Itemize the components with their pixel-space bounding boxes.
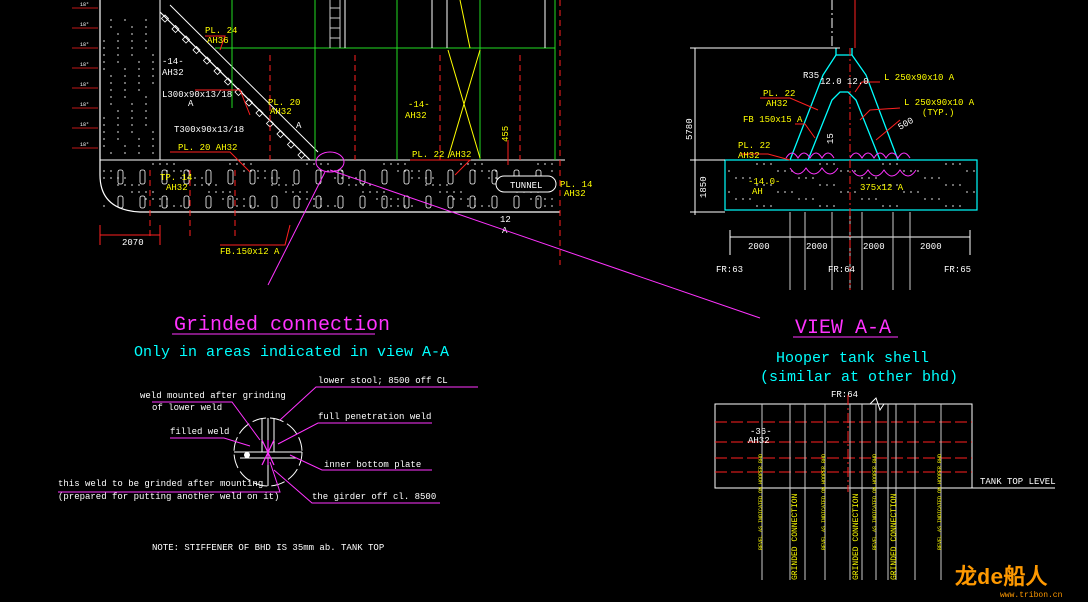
label-2070: 2070 — [122, 238, 144, 248]
label-12a: 12.0 — [820, 77, 842, 87]
cross-bracing — [447, 0, 481, 159]
view-aa-frame: FR:64 — [831, 390, 858, 400]
label-12: 12 — [500, 215, 511, 225]
view-aa-plate-b: AH32 — [748, 436, 770, 446]
callout-full-pen: full penetration weld — [318, 412, 431, 422]
red-dashed-lines — [149, 0, 561, 265]
watermark-brand: 龙de船人 — [955, 564, 1047, 591]
tick-label: 18° — [80, 62, 89, 68]
callout-ground-1: this weld to be grinded after mounting — [58, 479, 263, 489]
view-aa-subtitle-2: (similar at other bhd) — [760, 369, 958, 386]
label-a1: A — [188, 99, 194, 109]
label-ah32d: AH32 — [564, 189, 586, 199]
label-14-sec: -14.0- — [748, 177, 780, 187]
label-ah32a: AH32 — [162, 68, 184, 78]
callout-weld-after-1: weld mounted after grinding — [140, 391, 286, 401]
callout-lower-stool: lower stool; 8500 off CL — [318, 376, 448, 386]
grinded-subtitle: Only in areas indicated in view A-A — [134, 344, 449, 361]
tunnel-outline — [495, 175, 557, 193]
label-ah32e: AH32 — [166, 183, 188, 193]
dim-5780: 5780 — [685, 118, 695, 140]
watermark-url: www.tribon.cn — [1000, 591, 1063, 600]
label-r35: R35 — [803, 71, 819, 81]
label-pl22b: PL. 22 — [738, 141, 770, 151]
view-aa-subtitle-1: Hooper tank shell — [776, 350, 929, 367]
label-tunnel: TUNNEL — [510, 181, 542, 191]
tank-top-label: TANK TOP LEVEL — [980, 477, 1056, 487]
tick-label: 18° — [80, 42, 89, 48]
label-tp14: TP. 14 — [160, 173, 192, 183]
va-label-5: BEVEL AS INDICATED ON HOOPER BHD — [872, 454, 878, 550]
section-view-drawing: 5780 1850 R35 12.0 12.0 L 250x90x10 A L … — [685, 0, 978, 290]
frame-64: FR:64 — [828, 265, 855, 275]
callout-girder: the girder off cl. 8500 — [312, 492, 436, 502]
va-label-3: BEVEL AS INDICATED ON HOOPER BHD — [821, 454, 827, 550]
tick-label: 18° — [80, 82, 89, 88]
label-pl20-2: PL. 20 AH32 — [178, 143, 237, 153]
va-label-6: GRINDED CONNECTION — [890, 493, 899, 580]
dim-2000-1: 2000 — [748, 242, 770, 252]
left-plan-drawing: /* placeholder */ — [72, 0, 592, 265]
label-fb375: 375x12 A — [860, 183, 904, 193]
callout-ground-2: (prepared for putting another weld on it… — [58, 492, 279, 502]
label-l300: L300x90x13/18 — [162, 90, 232, 100]
dim-1850: 1850 — [699, 176, 709, 198]
label-14a: -14- — [162, 57, 184, 67]
grinded-connection-detail: Grinded connection Only in areas indicat… — [58, 314, 478, 553]
dim-2000-2: 2000 — [806, 242, 828, 252]
view-aa-title: VIEW A-A — [795, 317, 891, 340]
watermark-logo: 龙de船人 www.tribon.cn — [955, 564, 1063, 600]
label-14b: -14- — [408, 100, 430, 110]
label-12b: 12.0 — [847, 77, 869, 87]
label-fb150: FB 150x15 A — [743, 115, 803, 125]
label-pl22a: PL. 22 — [763, 89, 795, 99]
label-ah32b: AH32 — [270, 107, 292, 117]
tick-label: 18° — [80, 142, 89, 148]
label-a2: A — [502, 226, 508, 236]
label-l250b: L 250x90x10 A — [904, 98, 975, 108]
grinded-title: Grinded connection — [174, 314, 390, 337]
label-ah36: AH36 — [207, 36, 229, 46]
label-t300: T300x90x13/18 — [174, 125, 244, 135]
label-15: 15 — [826, 133, 836, 144]
dim-2000-3: 2000 — [863, 242, 885, 252]
label-ah32c: AH32 — [405, 111, 427, 121]
frame-65: FR:65 — [944, 265, 971, 275]
label-typ: (TYP.) — [922, 108, 954, 118]
callout-weld-after-2: of lower weld — [152, 403, 222, 413]
tick-label: 18° — [80, 2, 89, 8]
label-ah32b-sec: AH32 — [738, 151, 760, 161]
frame-63: FR:63 — [716, 265, 743, 275]
dim-2000-4: 2000 — [920, 242, 942, 252]
reference-leaders — [267, 169, 761, 319]
label-l250a: L 250x90x10 A — [884, 73, 955, 83]
callout-inner-bottom: inner bottom plate — [324, 460, 421, 470]
label-ah-sec: AH — [752, 187, 763, 197]
label-pl14: PL. 14 — [560, 180, 592, 190]
label-455: 455 — [501, 126, 511, 142]
label-pl20-1: PL. 20 — [268, 98, 300, 108]
va-label-1: BEVEL AS INDICATED ON HOOPER BHD — [758, 454, 764, 550]
va-label-4: GRINDED CONNECTION — [852, 493, 861, 580]
label-a3: A — [296, 121, 302, 131]
callout-filled: filled weld — [170, 427, 229, 437]
tick-label: 18° — [80, 102, 89, 108]
stiffener-note: NOTE: STIFFENER OF BHD IS 35mm ab. TANK … — [152, 543, 384, 553]
view-aa-drawing: VIEW A-A Hooper tank shell (similar at o… — [714, 317, 1056, 580]
view-aa-plate-a: -36- — [750, 427, 772, 437]
label-pl22: PL. 22 AH32 — [412, 150, 471, 160]
tick-label: 18° — [80, 22, 89, 28]
tick-label: 18° — [80, 122, 89, 128]
label-pl24: PL. 24 — [205, 26, 237, 36]
label-ah32a-sec: AH32 — [766, 99, 788, 109]
va-label-2: GRINDED CONNECTION — [791, 493, 800, 580]
va-label-7: BEVEL AS INDICATED ON HOOPER BHD — [937, 454, 943, 550]
label-fb: FB.150x12 A — [220, 247, 280, 257]
